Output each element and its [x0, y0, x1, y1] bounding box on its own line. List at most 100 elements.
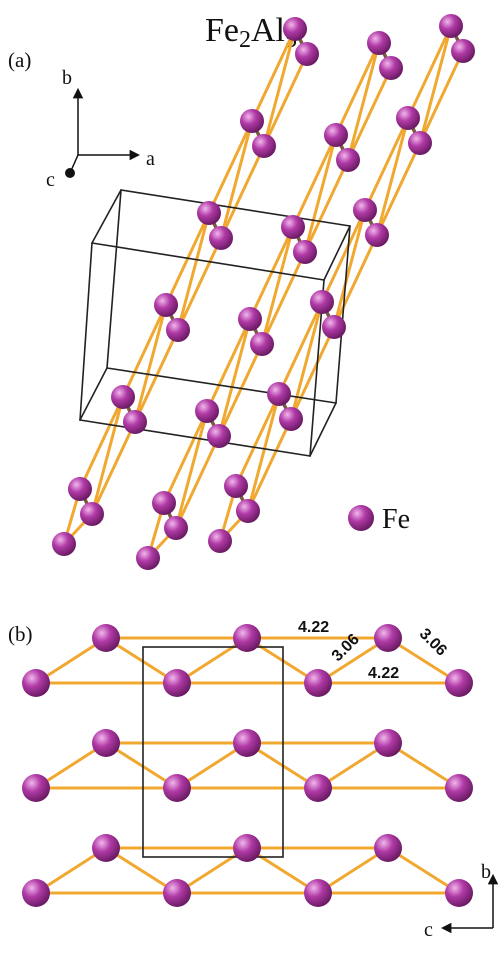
fe-atom	[304, 879, 332, 907]
panel-b-unit-cell	[142, 646, 284, 858]
fe-fe-bond	[418, 24, 453, 145]
fe-fe-bond	[262, 27, 297, 148]
fe-atom	[92, 834, 120, 862]
axis-a-label: a	[146, 148, 155, 170]
legend: Fe	[348, 504, 410, 535]
unit-cell-edge	[335, 225, 351, 404]
panel-a-atoms	[52, 14, 475, 570]
fe-atom	[445, 879, 473, 907]
fe-atom	[123, 410, 147, 434]
fe-atom	[445, 669, 473, 697]
panel-a-axes: b a c	[46, 67, 155, 191]
fe-fe-bond	[245, 846, 320, 895]
fe-atom	[295, 42, 319, 66]
fe-atom	[365, 223, 389, 247]
unit-cell-edge	[79, 367, 108, 421]
unit-cell-edge	[120, 189, 351, 227]
fe-atom	[209, 226, 233, 250]
fe-fe-bond	[291, 133, 338, 229]
fe-atom	[92, 729, 120, 757]
fe-atom	[310, 290, 334, 314]
fe-fe-bond	[406, 24, 453, 120]
fe-atom	[324, 123, 348, 147]
fe-fe-bond	[176, 211, 211, 332]
fe-fe-bond	[320, 208, 367, 304]
fe-fe-bond	[121, 303, 168, 399]
fe-fe-bond	[219, 144, 266, 240]
fe-atom	[304, 669, 332, 697]
fe-atom	[279, 407, 303, 431]
fe-fe-bond	[289, 325, 336, 421]
fe-atom	[267, 382, 291, 406]
fe-fe-bond	[248, 225, 295, 321]
fe-fe-bond	[386, 636, 461, 685]
fe-atom	[208, 529, 232, 553]
fe-atom	[197, 201, 221, 225]
fe-atom	[80, 502, 104, 526]
unit-cell-edge	[91, 189, 122, 244]
legend-fe-label: Fe	[382, 504, 410, 535]
fe-atom	[379, 56, 403, 80]
fe-fe-bond	[346, 66, 393, 162]
fe-atom	[163, 879, 191, 907]
fe-fe-bond	[386, 741, 461, 790]
fe-fe-bond	[174, 409, 209, 530]
fe-atom	[439, 14, 463, 38]
fe-atom	[281, 215, 305, 239]
fe-atom	[233, 729, 261, 757]
fe-fe-bond	[332, 208, 367, 329]
fe-atom	[166, 318, 190, 342]
fe-atom	[154, 293, 178, 317]
fe-fe-bond	[217, 317, 252, 438]
fe-fe-bond	[289, 300, 324, 421]
legend-fe-marker	[348, 505, 374, 531]
fe-fe-bond	[246, 417, 293, 513]
fe-atom	[52, 532, 76, 556]
fe-atom	[238, 307, 262, 331]
fe-atom	[163, 774, 191, 802]
fe-atom	[408, 131, 432, 155]
fe-atom	[374, 834, 402, 862]
panel-b-label: (b)	[8, 622, 33, 646]
axis-b2-label: b	[481, 861, 491, 883]
fe-fe-bond	[303, 158, 350, 254]
fe-atom	[240, 109, 264, 133]
fe-fe-bond	[375, 116, 410, 237]
fe-atom	[22, 774, 50, 802]
fe-fe-bond	[303, 133, 338, 254]
axis-c2-label: c	[424, 919, 433, 941]
fe-atom	[250, 332, 274, 356]
fe-fe-bond	[205, 317, 252, 413]
fe-atom	[22, 669, 50, 697]
fe-fe-bond	[334, 41, 381, 137]
fe-atom	[322, 315, 346, 339]
fe-fe-bond	[260, 250, 307, 346]
fe-fe-bond	[176, 236, 223, 332]
axis-b-label: b	[62, 67, 72, 89]
fe-atom	[283, 17, 307, 41]
fe-atom	[136, 546, 160, 570]
distance-label-1: 4.22	[298, 619, 329, 636]
unit-cell-edge	[106, 367, 337, 404]
fe-atom	[353, 198, 377, 222]
unit-cell-edge	[309, 402, 337, 457]
fe-fe-bond	[346, 41, 381, 162]
unit-cell-edge	[79, 419, 311, 457]
chart-title: Fe2Al5	[205, 12, 297, 53]
fe-fe-bond	[90, 395, 125, 516]
panel-a-unit-cell	[79, 189, 351, 457]
panel-a-bonds	[62, 24, 465, 560]
fe-fe-bond	[104, 741, 179, 790]
fe-fe-bond	[90, 420, 137, 516]
panel-a-label: (a)	[8, 48, 32, 72]
fe-atom	[233, 624, 261, 652]
fe-atom	[233, 834, 261, 862]
distance-label-4: 3.06	[416, 625, 450, 659]
fe-atom	[195, 399, 219, 423]
fe-atom	[207, 424, 231, 448]
fe-atom	[396, 106, 420, 130]
fe-fe-bond	[386, 846, 461, 895]
panel-b-axes: b c	[424, 861, 499, 941]
panel-b-atoms	[22, 624, 473, 907]
fe-fe-bond	[104, 846, 179, 895]
